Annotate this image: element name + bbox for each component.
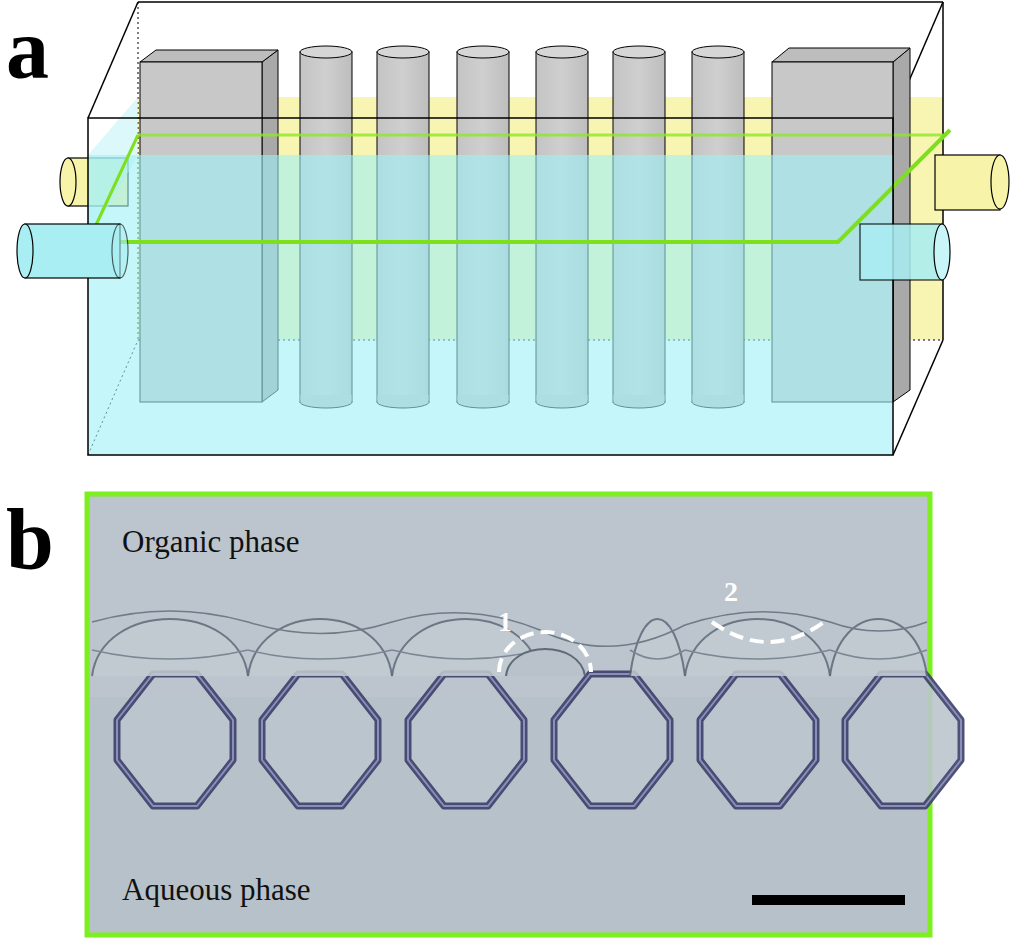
phase-label: Organic phase: [122, 526, 300, 557]
phase-label: Aqueous phase: [122, 874, 311, 905]
chip-schematic: [17, 2, 1009, 455]
panel-letter: b: [6, 496, 54, 582]
panel-letter: a: [6, 6, 49, 92]
callout-number: 2: [724, 578, 738, 606]
callout-number: 1: [498, 608, 512, 636]
micrograph: [87, 494, 961, 935]
